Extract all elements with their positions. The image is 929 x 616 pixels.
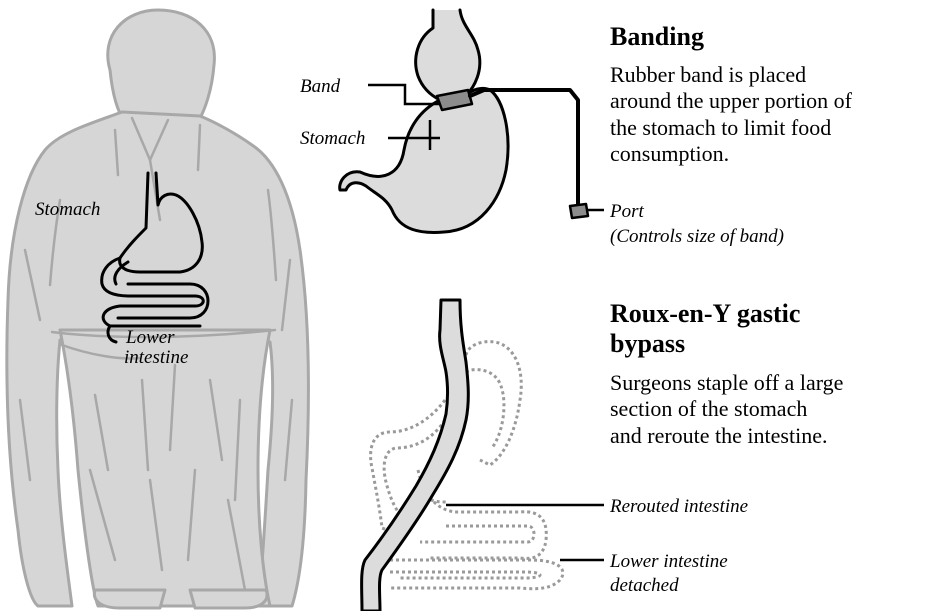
banding-band-label: Band bbox=[300, 76, 341, 97]
banding-stomach-label: Stomach bbox=[300, 128, 365, 149]
bypass-desc-3: and reroute the intestine. bbox=[610, 423, 827, 448]
bypass-desc-1: Surgeons staple off a large bbox=[610, 370, 843, 395]
human-figure bbox=[7, 10, 309, 608]
banding-heading: Banding bbox=[610, 22, 704, 51]
bypass-detached-label-2: detached bbox=[610, 575, 679, 596]
banding-desc-1: Rubber band is placed bbox=[610, 62, 806, 87]
bypass-rerouted-label: Rerouted intestine bbox=[609, 496, 748, 517]
figure-lower-intestine-label-1: Lower bbox=[125, 327, 175, 348]
banding-desc-2: around the upper portion of bbox=[610, 88, 853, 113]
figure-head bbox=[108, 10, 215, 122]
figure-legs bbox=[60, 330, 270, 606]
banding-illustration bbox=[340, 10, 588, 232]
figure-stomach-label: Stomach bbox=[35, 199, 100, 220]
figure-foot-left bbox=[94, 590, 165, 608]
bypass-detached-label-1: Lower intestine bbox=[609, 551, 728, 572]
bypass-desc-2: section of the stomach bbox=[610, 396, 807, 421]
banding-esophagus bbox=[416, 10, 480, 100]
banding-port-label-1: Port bbox=[609, 201, 645, 222]
bypass-heading-2: bypass bbox=[610, 329, 685, 358]
bypass-heading-1: Roux-en-Y gastic bbox=[610, 299, 800, 328]
banding-port bbox=[570, 204, 588, 218]
banding-desc-3: the stomach to limit food bbox=[610, 115, 831, 140]
banding-stomach bbox=[340, 88, 508, 232]
banding-port-label-2: (Controls size of band) bbox=[610, 226, 784, 247]
figure-lower-intestine-label-2: intestine bbox=[124, 347, 188, 368]
banding-desc-4: consumption. bbox=[610, 141, 729, 166]
bypass-rerouted-intestine bbox=[362, 300, 469, 611]
figure-foot-right bbox=[190, 590, 267, 608]
